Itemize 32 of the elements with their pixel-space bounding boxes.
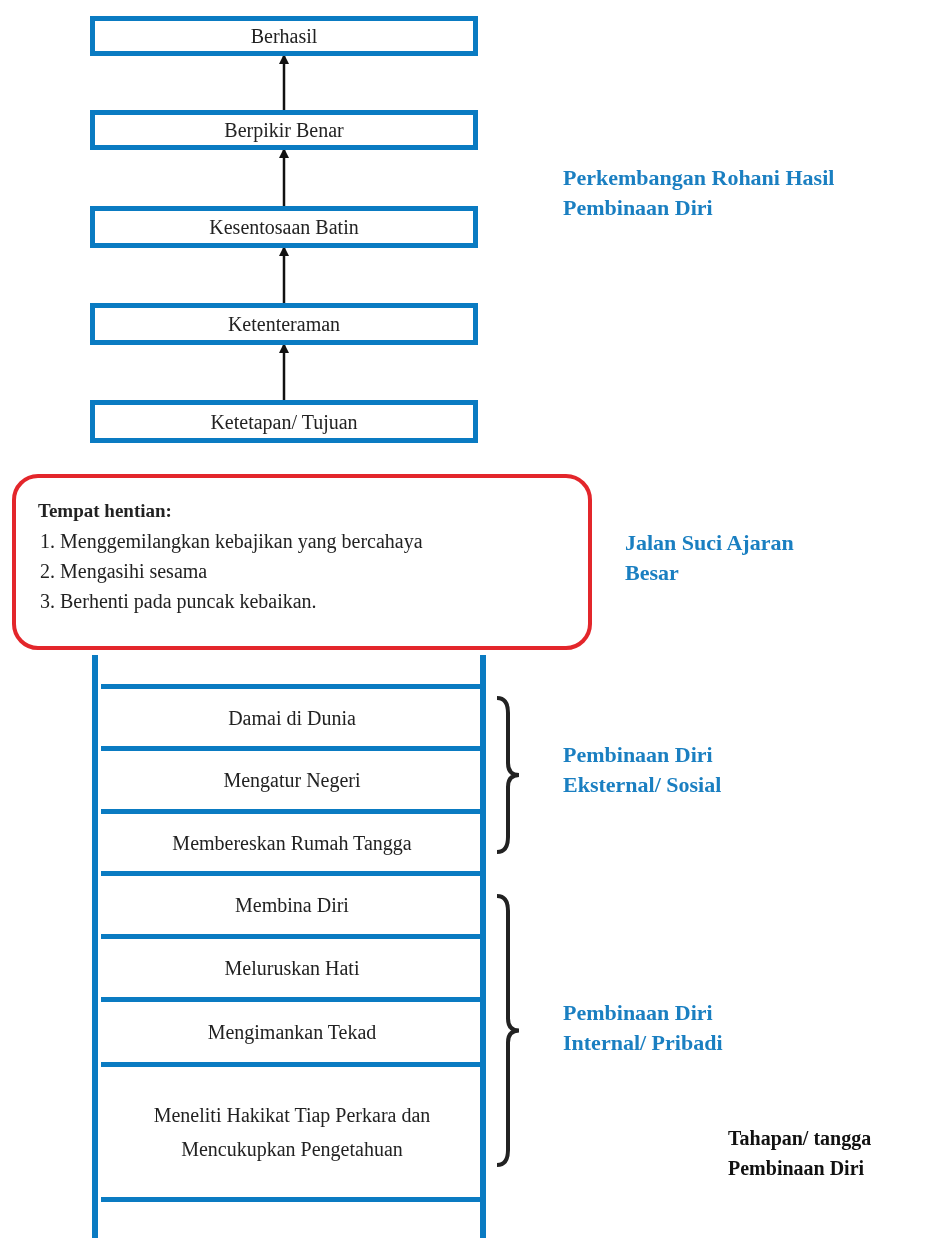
arrow <box>279 343 289 400</box>
callout-box <box>12 474 592 650</box>
ladder-rung <box>101 1062 483 1202</box>
process-box <box>90 303 478 345</box>
list-item: 1. Menggemilangkan kebajikan yang bercahaya <box>39 529 424 555</box>
list-item: 2. Mengasihi sesama <box>39 559 209 585</box>
side-note: Jalan Suci Ajaran Besar <box>625 529 795 587</box>
node-label: Membina Diri <box>235 893 349 918</box>
node-label: Mengimankan Tekad <box>207 1020 377 1046</box>
node-label: Membereskan Rumah Tangga <box>172 830 412 857</box>
node-label: Berpikir Benar <box>224 118 344 144</box>
arrow <box>279 148 289 206</box>
node-label: Ketenteraman <box>227 312 341 337</box>
side-note: Perkembangan Rohani Hasil Pembinaan Diri <box>563 164 836 222</box>
node-label: Berhasil <box>250 24 318 49</box>
callout-heading: Tempat hentian: <box>38 499 173 523</box>
node-label: Meneliti Hakikat Tiap Perkara dan Mencukupkan Pengetahuan <box>152 1103 432 1163</box>
process-box <box>90 110 478 150</box>
node-label: Meluruskan Hati <box>224 956 360 981</box>
list-item: 3. Berhenti pada puncak kebaikan. <box>39 589 318 615</box>
side-note: Pembinaan Diri Eksternal/ Sosial <box>563 741 723 799</box>
node-label: Ketetapan/ Tujuan <box>210 409 358 436</box>
arrow <box>279 54 289 110</box>
side-note: Tahapan/ tangga Pembinaan Diri <box>728 1126 873 1181</box>
node-label: Mengatur Negeri <box>223 768 361 794</box>
process-box <box>90 206 478 248</box>
arrow <box>279 246 289 303</box>
process-box <box>90 16 478 56</box>
process-box <box>90 400 478 443</box>
node-label: Kesentosaan Batin <box>209 215 359 240</box>
side-note: Pembinaan Diri Internal/ Pribadi <box>563 999 724 1057</box>
node-label: Damai di Dunia <box>228 705 356 731</box>
